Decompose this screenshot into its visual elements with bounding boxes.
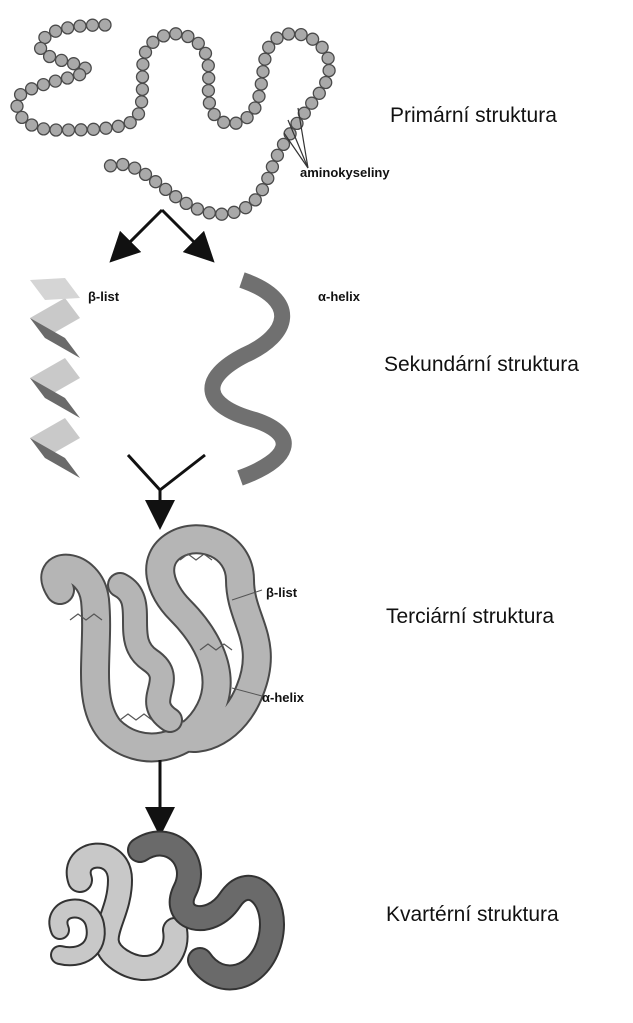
tertiary-beta-sheet-label: β-list [266,585,297,600]
amino-acid-bead [50,124,62,136]
amino-acid-bead [136,83,148,95]
amino-acid-bead [74,69,86,81]
quaternary-structure-label: Kvartérní struktura [386,903,559,927]
amino-acid-bead [11,100,23,112]
amino-acid-bead [50,25,62,37]
amino-acid-bead [129,162,141,174]
tertiary-structure-label: Terciární struktura [386,605,554,629]
amino-acid-bead [228,206,240,218]
amino-acid-bead [112,120,124,132]
amino-acid-bead [62,72,74,84]
amino-acid-bead [105,160,117,172]
amino-acid-bead [240,202,252,214]
amino-acid-bead [100,122,112,134]
amino-acid-bead [191,203,203,215]
amino-acid-bead [295,29,307,41]
amino-acid-bead [218,116,230,128]
amino-acid-bead [68,58,80,70]
amino-acid-bead [271,32,283,44]
merge-arrow [128,455,205,515]
amino-acid-bead [180,197,192,209]
amino-acid-bead [37,79,49,91]
amino-acid-bead [136,96,148,108]
amino-acids-label: aminokyseliny [300,165,390,180]
amino-acid-bead [150,176,162,188]
quaternary-structure-shape [58,844,272,978]
amino-acid-bead [74,20,86,32]
amino-acid-bead [56,54,68,66]
amino-acid-bead [26,119,38,131]
amino-acid-bead [202,60,214,72]
amino-acid-bead [39,32,51,44]
amino-acid-bead [170,28,182,40]
beta-sheet-label: β-list [88,289,119,304]
amino-acid-bead [283,28,295,40]
amino-acid-bead [158,30,170,42]
amino-acid-bead [15,89,27,101]
tertiary-structure-shape [55,539,262,747]
amino-acid-bead [117,159,129,171]
amino-acid-bead [203,207,215,219]
amino-acid-bead [133,108,145,120]
amino-acid-bead [257,66,269,78]
amino-acid-bead [316,41,328,53]
amino-acid-bead [44,51,56,63]
amino-acid-bead [137,58,149,70]
amino-acid-bead [203,72,215,84]
amino-acid-bead [203,97,215,109]
amino-acid-bead [147,36,159,48]
tertiary-alpha-helix-label: α-helix [262,690,304,705]
alpha-helix-shape [212,280,283,478]
amino-acid-bead [278,138,290,150]
primary-structure-label: Primární struktura [390,104,557,128]
secondary-structure-label: Sekundární struktura [384,353,579,377]
amino-acid-bead [253,90,265,102]
amino-acid-bead [26,83,38,95]
beta-sheet-shape [30,278,80,478]
amino-acid-bead [256,184,268,196]
amino-acid-bead [182,31,194,43]
amino-acid-bead [266,161,278,173]
amino-acid-bead [249,102,261,114]
amino-acid-bead [259,53,271,65]
amino-acid-bead [137,71,149,83]
amino-acid-bead [322,52,334,64]
amino-acid-bead [140,168,152,180]
amino-acid-bead [87,19,99,31]
amino-acid-bead [38,123,50,135]
amino-acid-bead [88,123,100,135]
amino-acid-bead [202,85,214,97]
amino-acid-bead [323,65,335,77]
alpha-helix-label: α-helix [318,289,360,304]
amino-acid-bead [200,47,212,59]
split-arrows [120,210,204,252]
amino-acid-bead [170,191,182,203]
polypeptide-chain-path [17,25,329,214]
amino-acid-bead [99,19,111,31]
amino-acid-bead [49,75,61,87]
amino-acid-bead [320,77,332,89]
amino-acid-bead [255,78,267,90]
amino-acid-beads [11,19,335,220]
amino-acid-bead [230,117,242,129]
amino-acid-bead [271,149,283,161]
amino-acid-bead [262,172,274,184]
amino-acid-bead [216,208,228,220]
amino-acid-bead [75,124,87,136]
amino-acid-bead [62,22,74,34]
amino-acid-bead [160,183,172,195]
amino-acid-bead [63,124,75,136]
